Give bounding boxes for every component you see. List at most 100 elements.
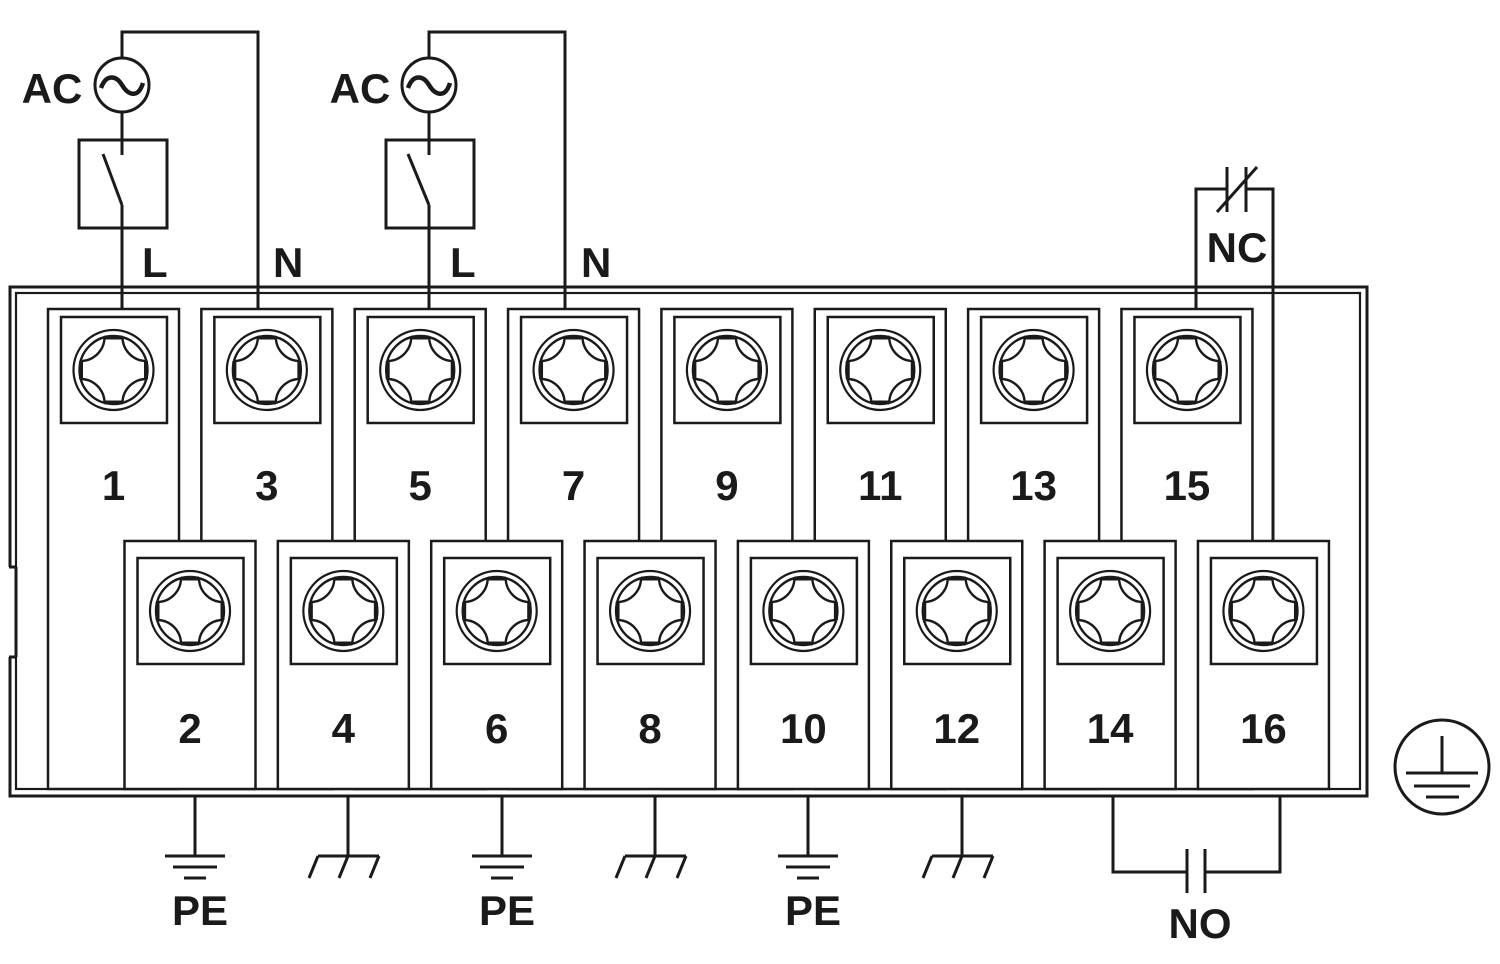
terminal-number: 8 (638, 705, 661, 752)
screw-housing (673, 315, 782, 425)
ac-source-label: AC (330, 65, 391, 112)
no-contact: NO (1111, 796, 1282, 947)
neutral-label: N (581, 239, 611, 286)
ground-label: PE (172, 887, 228, 934)
terminal-number: 4 (332, 705, 356, 752)
ground-label: PE (785, 887, 841, 934)
screw-cross-tips (79, 335, 148, 405)
screw-outer-ring (839, 328, 922, 412)
screw-cross-recess (693, 336, 760, 404)
screw-cross-tips (462, 576, 532, 646)
neutral-wire (120, 30, 260, 309)
frame-outer-edge (8, 285, 1369, 798)
screw-housing (366, 315, 475, 425)
screw-cross-recess (233, 336, 300, 404)
screw-housing (749, 556, 859, 666)
terminal-number: 5 (409, 462, 432, 509)
screw-cross-recess (847, 336, 914, 404)
terminal-10: 10 (736, 539, 871, 791)
screw-cross-tips (385, 335, 455, 405)
screw-cross-tips (768, 576, 838, 646)
switch-icon (406, 153, 431, 206)
screw-cross-tips (539, 335, 609, 405)
ac-circuit-1: AC L N (22, 30, 303, 309)
earth-symbol-circle (1393, 718, 1491, 816)
screw-outer-ring (148, 569, 232, 653)
chassis-ground-icon (614, 854, 688, 879)
screw-cross-recess (80, 336, 147, 404)
terminal-6: 6 (429, 539, 564, 791)
screw-cross-recess (310, 577, 377, 645)
protective-earth-icon (1393, 718, 1491, 816)
chassis-ground (921, 796, 995, 879)
no-wire-right (1205, 796, 1282, 874)
terminal-number: 6 (485, 705, 508, 752)
terminal-number: 9 (715, 462, 738, 509)
screw-housing (1209, 556, 1319, 666)
screw-housing (519, 315, 629, 425)
screw-cross-recess (1000, 336, 1067, 404)
screw-terminal-icon (1068, 569, 1152, 653)
screw-outer-ring (685, 328, 769, 412)
terminal-8: 8 (583, 539, 717, 791)
terminal-2: 2 (123, 539, 257, 791)
screw-cross-tips (1228, 576, 1298, 646)
screw-cross-tips (999, 335, 1069, 405)
screw-terminal-icon (839, 328, 922, 412)
screw-terminal-icon (1222, 569, 1305, 653)
screw-terminal-icon (532, 328, 615, 412)
sine-wave-icon (98, 75, 146, 96)
screw-housing (826, 315, 935, 425)
screw-cross-recess (463, 577, 530, 645)
line-label: L (142, 239, 168, 286)
earth-ground-icon (472, 854, 532, 880)
terminal-16: 16 (1196, 539, 1331, 791)
chassis-ground (614, 796, 688, 879)
screw-cross-recess (770, 577, 837, 645)
neutral-wire (427, 30, 567, 309)
screw-cross-tips (1075, 576, 1145, 646)
terminal-number: 16 (1240, 705, 1287, 752)
screw-outer-ring (762, 569, 845, 653)
screw-housing (213, 315, 322, 425)
screw-terminal-icon (992, 328, 1075, 412)
chassis-ground-icon (921, 854, 995, 879)
terminal-number: 1 (102, 462, 125, 509)
screw-cross-recess (1230, 577, 1297, 645)
earth-ground-icon (778, 854, 838, 880)
screw-terminal-icon (379, 328, 462, 412)
screw-terminal-icon (762, 569, 845, 653)
screw-terminal-icon (685, 328, 769, 412)
terminal-number: 14 (1087, 705, 1134, 752)
screw-outer-ring (1222, 569, 1305, 653)
screw-cross-recess (616, 577, 684, 645)
screw-housing (289, 556, 399, 666)
earth-ground-icon (165, 854, 225, 880)
screw-housing (59, 315, 169, 425)
lower-terminal-row: 2 4 6 8 10 12 14 16 (123, 539, 1331, 791)
screw-cross-tips (1152, 335, 1222, 405)
ground-connections: PE PE PE (165, 796, 995, 934)
protective-earth-ground: PE (165, 796, 228, 934)
chassis-ground-icon (307, 854, 381, 879)
screw-terminal-icon (225, 328, 308, 412)
terminal-12: 12 (890, 539, 1024, 791)
screw-housing (596, 556, 705, 666)
screw-cross-recess (387, 336, 454, 404)
terminal-number: 10 (780, 705, 827, 752)
screw-terminal-icon (72, 328, 155, 412)
normally-closed-contact-icon (1215, 166, 1259, 213)
ground-label: PE (479, 887, 535, 934)
terminal-number: 2 (178, 705, 201, 752)
screw-cross-tips (615, 576, 685, 646)
screw-housing (903, 556, 1012, 666)
screw-cross-tips (692, 335, 762, 405)
nc-wire-right (1246, 187, 1275, 541)
screw-terminal-icon (148, 569, 232, 653)
terminal-number: 12 (933, 705, 980, 752)
earth-symbol-lines (1406, 736, 1478, 799)
sine-wave-icon (405, 75, 453, 96)
nc-label: NC (1207, 224, 1268, 271)
screw-outer-ring (608, 569, 692, 653)
